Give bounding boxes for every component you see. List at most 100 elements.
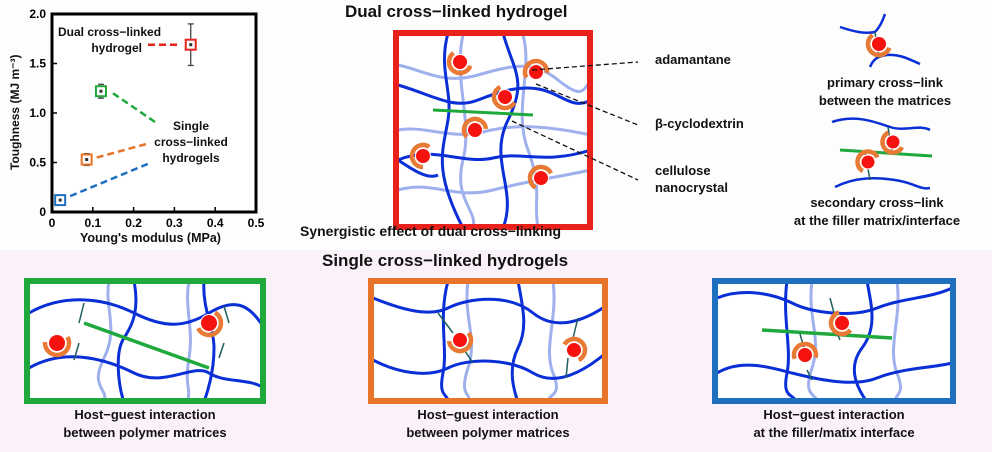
primary-line2: between the matrices <box>818 93 952 108</box>
beta-cyclodextrin-icon <box>409 142 431 170</box>
cellulose-nanocrystal <box>432 108 534 117</box>
green-annotation-leader <box>112 92 156 124</box>
adamantane-icon <box>798 348 812 362</box>
adamantane-icon <box>49 335 65 351</box>
data-point-center <box>58 198 62 202</box>
host-guest-complex <box>42 334 72 358</box>
y-tick-label: 1.5 <box>29 57 46 71</box>
host-guest-complex <box>409 142 431 170</box>
adamantane-icon <box>872 37 886 51</box>
single-panel-green <box>24 278 266 404</box>
annotation-dual-line2: hydrogel <box>91 41 142 55</box>
beta-cyclodextrin-icon <box>446 51 473 76</box>
host-guest-complexes <box>409 51 553 190</box>
adamantane-icon <box>567 343 581 357</box>
adamantane-icon <box>453 55 467 69</box>
secondary-line2: at the filler matrix/interface <box>793 213 961 228</box>
secondary-cross-link-schematic <box>831 117 933 190</box>
y-tick-label: 0.5 <box>29 156 46 170</box>
y-tick-label: 0 <box>39 205 46 219</box>
leader-cellulose <box>511 120 639 181</box>
host-guest-complex <box>491 85 517 111</box>
host-guest-complex <box>880 130 905 155</box>
blue-annotation-leader <box>69 161 151 198</box>
host-guest-complex <box>828 310 853 337</box>
host-guest-complex <box>865 33 892 58</box>
green-caption-line2: between polymer matrices <box>63 425 227 440</box>
x-tick-label: 0.5 <box>248 216 265 230</box>
adamantane-icon <box>453 333 467 347</box>
beta-cyclodextrin-icon <box>491 85 517 111</box>
orange-annotation-leader <box>96 141 151 159</box>
single-section-title: Single cross−linked hydrogels <box>322 251 569 270</box>
legend-leader-lines <box>511 61 639 181</box>
single-panel-orange-caption: Host−guest interaction between polymer m… <box>363 406 613 442</box>
beta-cyclodextrin-icon <box>855 149 880 174</box>
dual-diagram-title: Dual cross−linked hydrogel <box>345 2 568 21</box>
legend-cnc-line1: cellulose <box>655 163 711 178</box>
adamantane-icon <box>416 149 430 163</box>
host-guest-complex <box>446 331 474 354</box>
leader-adamantane <box>531 61 639 71</box>
chart-plot-frame <box>50 12 258 214</box>
beta-cyclodextrin-icon <box>522 58 550 79</box>
beta-cyclodextrin-icon <box>880 130 905 155</box>
legend-cyclodextrin: β-cyclodextrin <box>655 116 744 131</box>
y-tick-label: 1.0 <box>29 106 46 120</box>
beta-cyclodextrin-icon <box>527 164 553 190</box>
orange-caption-line2: between polymer matrices <box>406 425 570 440</box>
single-panel-green-caption: Host−guest interaction between polymer m… <box>20 406 270 442</box>
chart-x-axis-label: Young's modulus (MPa) <box>80 231 221 245</box>
blue-caption-line1: Host−guest interaction <box>763 407 905 422</box>
chart-annotation-single: Single cross−linked hydrogels <box>148 118 234 166</box>
dual-network-diagram <box>393 30 593 230</box>
legend-cellulose-nanocrystal: cellulose nanocrystal <box>655 162 728 196</box>
annotation-single-line3: hydrogels <box>162 151 220 165</box>
host-guest-complex <box>562 336 588 362</box>
single-panel-orange <box>368 278 608 404</box>
data-point-center <box>85 158 89 162</box>
annotation-dual-line1: Dual cross−linked <box>58 25 162 39</box>
primary-line1: primary cross−link <box>827 75 943 90</box>
host-guest-complex <box>855 149 880 174</box>
beta-cyclodextrin-icon <box>865 33 892 58</box>
y-tick-label: 2.0 <box>29 7 46 21</box>
beta-cyclodextrin-icon <box>562 336 588 362</box>
data-point-center <box>189 43 193 47</box>
adamantane-icon <box>498 90 512 104</box>
dual-diagram-caption: Synergistic effect of dual cross−linking <box>300 223 562 239</box>
primary-cross-link-label: primary cross−link between the matrices <box>790 74 980 110</box>
host-guest-complex <box>791 341 819 363</box>
adamantane-icon <box>534 171 548 185</box>
beta-cyclodextrin-icon <box>42 335 72 358</box>
blue-caption-line2: at the filler/matix interface <box>753 425 915 440</box>
beta-cyclodextrin-icon <box>446 331 474 354</box>
annotation-single-line1: Single <box>172 119 209 133</box>
chart-y-axis-label: Toughness (MJ m⁻³) <box>8 54 22 170</box>
beta-cyclodextrin-icon <box>828 310 853 337</box>
host-guest-complex <box>446 51 473 76</box>
annotation-single-line2: cross−linked <box>154 135 228 149</box>
host-guest-complex <box>461 116 489 139</box>
adamantane-icon <box>468 123 482 137</box>
data-point-center <box>99 89 103 93</box>
legend-cnc-line2: nanocrystal <box>655 180 728 195</box>
single-panel-blue-caption: Host−guest interaction at the filler/mat… <box>707 406 961 442</box>
legend-adamantane: adamantane <box>655 52 731 67</box>
secondary-cross-link-label: secondary cross−link at the filler matri… <box>762 194 992 230</box>
host-guest-complex <box>522 58 550 80</box>
host-guest-complex <box>196 310 224 338</box>
beta-cyclodextrin-icon <box>196 310 224 338</box>
green-caption-line1: Host−guest interaction <box>74 407 216 422</box>
chart-annotation-dual: Dual cross−linked hydrogel <box>58 24 162 56</box>
x-tick-label: 0 <box>49 216 56 230</box>
adamantane-icon <box>886 135 900 149</box>
leader-cyclodextrin <box>535 83 639 126</box>
x-tick-label: 0.2 <box>125 216 142 230</box>
adamantane-icon <box>861 155 875 169</box>
dual-frame <box>393 30 593 230</box>
host-guest-complex <box>527 164 553 190</box>
secondary-line1: secondary cross−link <box>810 195 944 210</box>
primary-cross-link-schematic <box>839 13 921 68</box>
